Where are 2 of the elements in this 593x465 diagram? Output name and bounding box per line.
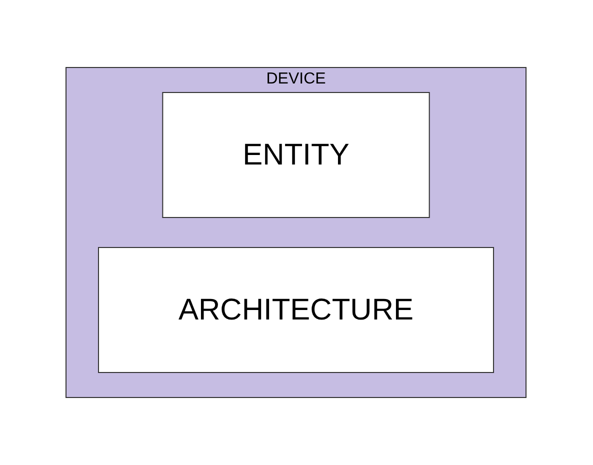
node-box: ARCHITECTURE [98,247,494,373]
node-box: ENTITY [162,92,430,218]
